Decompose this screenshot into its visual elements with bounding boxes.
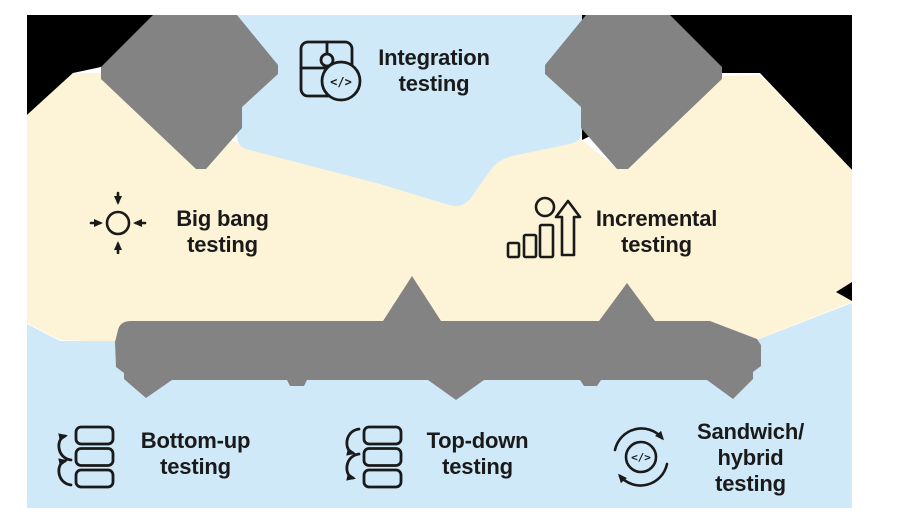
backdrop-right-notch-overlay (836, 282, 852, 301)
sandwich-hybrid-testing-label: Sandwich/ hybrid testing (697, 419, 804, 496)
stack-arrows-down-icon (345, 425, 403, 489)
puzzle-code-icon: </> (299, 40, 362, 102)
converging-arrows-icon (89, 191, 147, 254)
top-down-testing-label: Top-down testing (426, 428, 529, 479)
backdrop-top-left (27, 15, 237, 115)
cycle-code-icon: </> (613, 427, 669, 487)
arrow-integration-to-bigbang (101, 15, 278, 169)
code-glyph: </> (631, 451, 651, 464)
big-bang-testing-label: Big bang testing (176, 206, 269, 257)
stack-arrows-up-icon (57, 425, 115, 489)
arrow-band-to-approaches (115, 276, 761, 400)
integration-testing-label: Integration testing (378, 45, 490, 96)
bottom-up-testing-label: Bottom-up testing (140, 428, 251, 479)
incremental-testing-label: Incremental testing (595, 206, 718, 257)
middle-band-shape (27, 73, 852, 342)
growth-bars-icon (506, 196, 582, 259)
flow-arrows (101, 15, 761, 400)
arrow-integration-to-incremental (545, 15, 722, 169)
code-glyph: </> (330, 75, 352, 89)
